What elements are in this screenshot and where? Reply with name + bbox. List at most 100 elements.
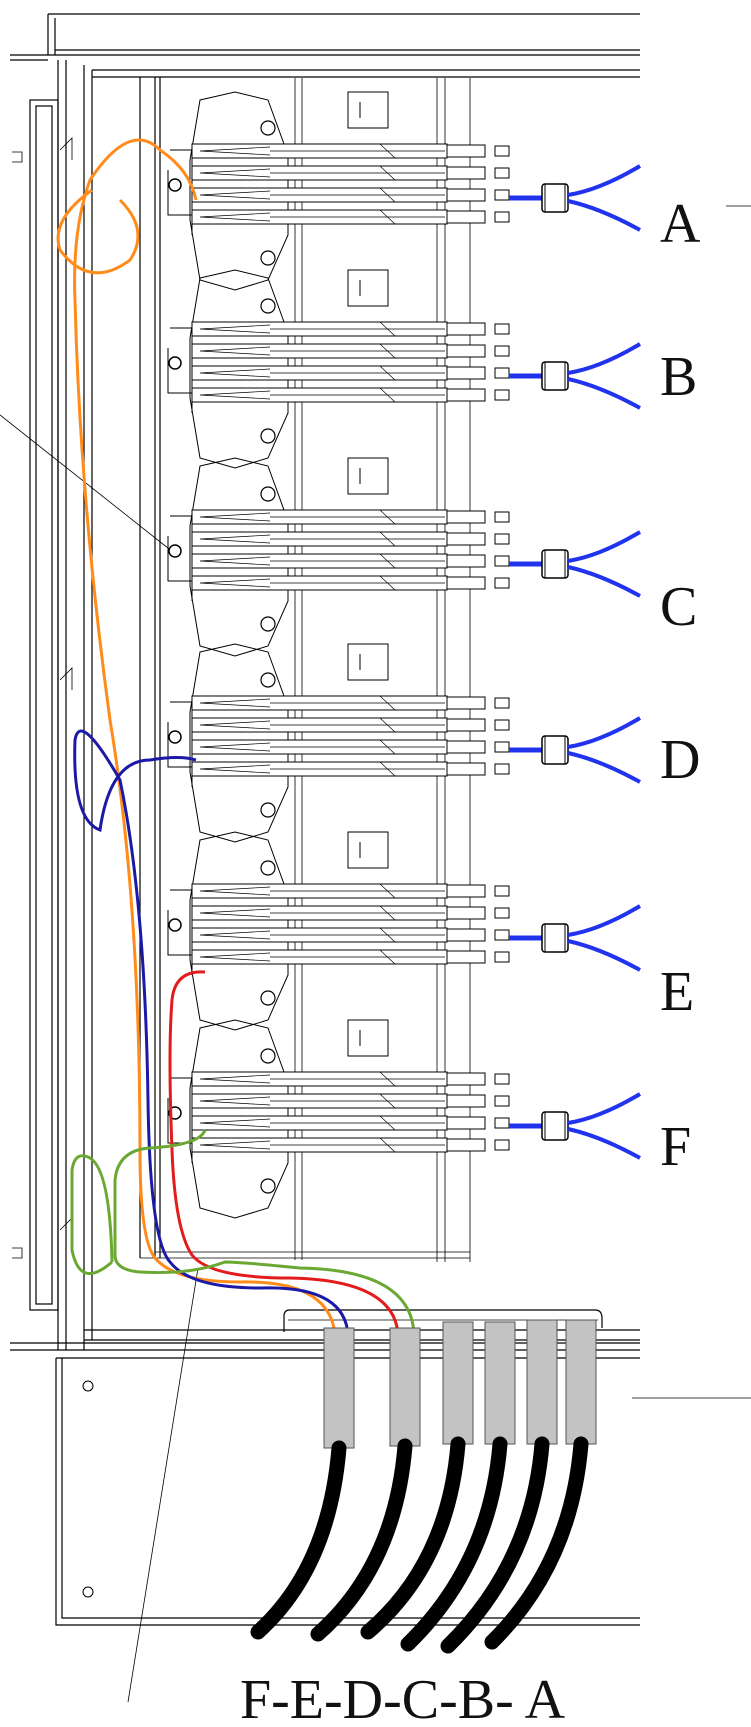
tray-e-adapter-2 [494,907,510,919]
tray-b-adapter-2 [494,345,510,357]
tray-e-cassette-4-lines [199,949,445,965]
tray-e-pigtail-lower [567,939,641,972]
tray-e-adapter-3 [494,929,510,941]
tray-b-pigtail-upper [567,342,642,375]
cable-a-orange [56,138,337,1336]
tray-d-adapter-1 [494,697,510,709]
tray-a-fanout-rib [544,184,566,212]
tray-c-keyhole-top [260,486,276,502]
tray-c-port-4 [446,576,486,590]
tray-a-cassette-4-lines [199,209,445,225]
tray-c-hinge [167,515,193,601]
tray-c-fanout-body [541,549,569,579]
tray-f-adapter-3 [494,1117,510,1129]
label-tray-f: F [660,1116,691,1178]
tray-f-cassette-2-lines [199,1093,445,1109]
tray-e-keyhole-bottom [260,990,276,1006]
tray-b-adapter-3 [494,367,510,379]
tray-a-port-1 [446,144,486,158]
tray-b-port-3 [446,366,486,380]
tray-a-pigtail-lower [567,199,641,232]
cable-sleeves [250,1319,597,1654]
tray-a-port-4 [446,210,486,224]
tray-c [167,457,642,657]
tray-a-keyhole-top [260,120,276,136]
tray-d-port-4 [446,762,486,776]
tray-c-pigtail-upper [567,530,642,563]
tray-c-port-1 [446,510,486,524]
tray-e [167,831,642,1031]
tray-c-port-2 [446,532,486,546]
tray-c-adapter-2 [494,533,510,545]
tray-a-adapter-4 [494,211,510,223]
tray-e-adapter-1 [494,885,510,897]
cable-b-outgoing [440,1436,550,1654]
tray-b-port-4 [446,388,486,402]
tray-c-fanout-rib [544,550,566,578]
tray-e-adapter-4 [494,951,510,963]
tray-c-hinge-knob [168,544,182,558]
cable-c-outgoing [400,1436,508,1652]
tray-a-hinge-knob [168,178,182,192]
tray-a-cassette-1-lines [199,143,445,159]
sleeve-f [323,1327,355,1449]
tray-b-cassette-4-lines [199,387,445,403]
tray-e-keyhole-top [260,860,276,876]
tray-b-port-2 [446,344,486,358]
tray-d-adapter-2 [494,719,510,731]
tray-b-hinge [167,327,193,413]
tray-d-adapter-3 [494,741,510,753]
tray-f-pigtail-lower [567,1127,641,1160]
tray-a-keyhole-bottom [260,250,276,266]
sleeve-b [526,1319,558,1445]
tray-a-port-2 [446,166,486,180]
label-tray-a: A [660,193,701,255]
tray-f-cassette-4-lines [199,1137,445,1153]
tray-d-hinge-knob [168,730,182,744]
tray-e-fanout-body [541,923,569,953]
tray-c-backplate [189,457,289,657]
tray-a [167,91,642,291]
tray-d-pigtail-upper [567,716,642,749]
tray-f-keyhole-bottom [260,1178,276,1194]
tray-e-cassette-3-lines [199,927,445,943]
tray-d [167,643,642,843]
tray-e-fanout-rib [544,924,566,952]
tray-f-keyhole-top [260,1048,276,1064]
tray-e-hinge [167,889,193,975]
tray-e-port-1 [446,884,486,898]
tray-f-adapter-2 [494,1095,510,1107]
tray-f-pigtail-upper [567,1092,642,1125]
tray-f-rail-tab [347,1019,389,1057]
sleeve-e [389,1327,421,1447]
tray-e-rail-tab [347,831,389,869]
tray-c-cassette-1-lines [199,509,445,525]
cable-e-red [168,970,400,1336]
cable-f-green [70,1129,416,1336]
sleeve-d [442,1321,474,1445]
cable-f-outgoing [250,1440,347,1640]
tray-a-rail-tab [347,91,389,129]
tray-f-port-4 [446,1138,486,1152]
tray-d-pigtail-lower [567,751,641,784]
tray-d-adapter-4 [494,763,510,775]
cable-a-outgoing [484,1436,589,1650]
tray-b-fanout-rib [544,362,566,390]
label-tray-b: B [660,346,697,408]
tray-c-adapter-3 [494,555,510,567]
tray-a-adapter-3 [494,189,510,201]
tray-a-port-3 [446,188,486,202]
tray-e-port-3 [446,928,486,942]
tray-a-adapter-2 [494,167,510,179]
tray-d-keyhole-bottom [260,802,276,818]
tray-b-port-1 [446,322,486,336]
tray-c-adapter-1 [494,511,510,523]
tray-b-adapter-1 [494,323,510,335]
tray-c-cassette-2-lines [199,531,445,547]
label-tray-d: D [660,729,700,791]
sleeve-a [565,1319,597,1445]
tray-e-hinge-knob [168,918,182,932]
tray-e-port-4 [446,950,486,964]
tray-c-cassette-4-lines [199,575,445,591]
